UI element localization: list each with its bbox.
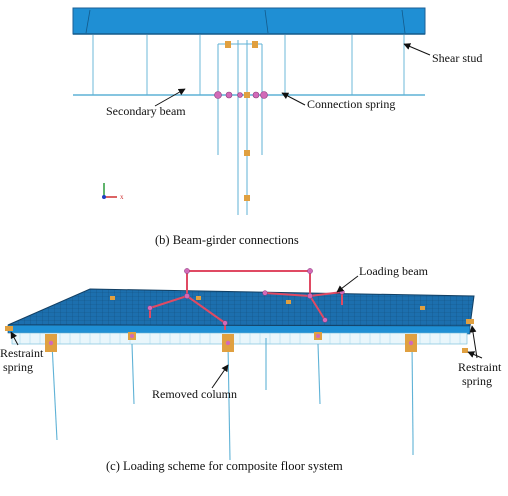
slab-c: [7, 288, 475, 327]
label-connection-spring: Connection spring: [307, 97, 396, 111]
label-shear-stud: Shear stud: [432, 51, 483, 65]
label-restraint-spring-left-2: spring: [3, 360, 33, 374]
axis-x-label: x: [120, 193, 124, 201]
slab-b: [72, 7, 426, 35]
panel-c-arrows: [10, 275, 483, 389]
label-removed-column: Removed column: [152, 387, 237, 401]
axis-triad: [102, 183, 117, 199]
label-restraint-spring-right-1: Restraint: [458, 360, 502, 374]
girder: [217, 40, 263, 215]
connection-springs: [214, 91, 268, 99]
panel-c-model: [5, 268, 475, 461]
panel-b-arrows: [154, 43, 431, 107]
girder-springs: [225, 41, 258, 201]
restraint-springs-c: [5, 319, 474, 353]
caption-b: (b) Beam-girder connections: [155, 233, 299, 247]
label-restraint-spring-left-1: Restraint: [0, 346, 44, 360]
label-loading-beam: Loading beam: [359, 264, 428, 278]
label-secondary-beam: Secondary beam: [106, 104, 186, 118]
label-restraint-spring-right-2: spring: [462, 374, 492, 388]
columns: [51, 338, 414, 461]
panel-b-model: [72, 7, 426, 215]
caption-c: (c) Loading scheme for composite floor s…: [106, 459, 343, 473]
